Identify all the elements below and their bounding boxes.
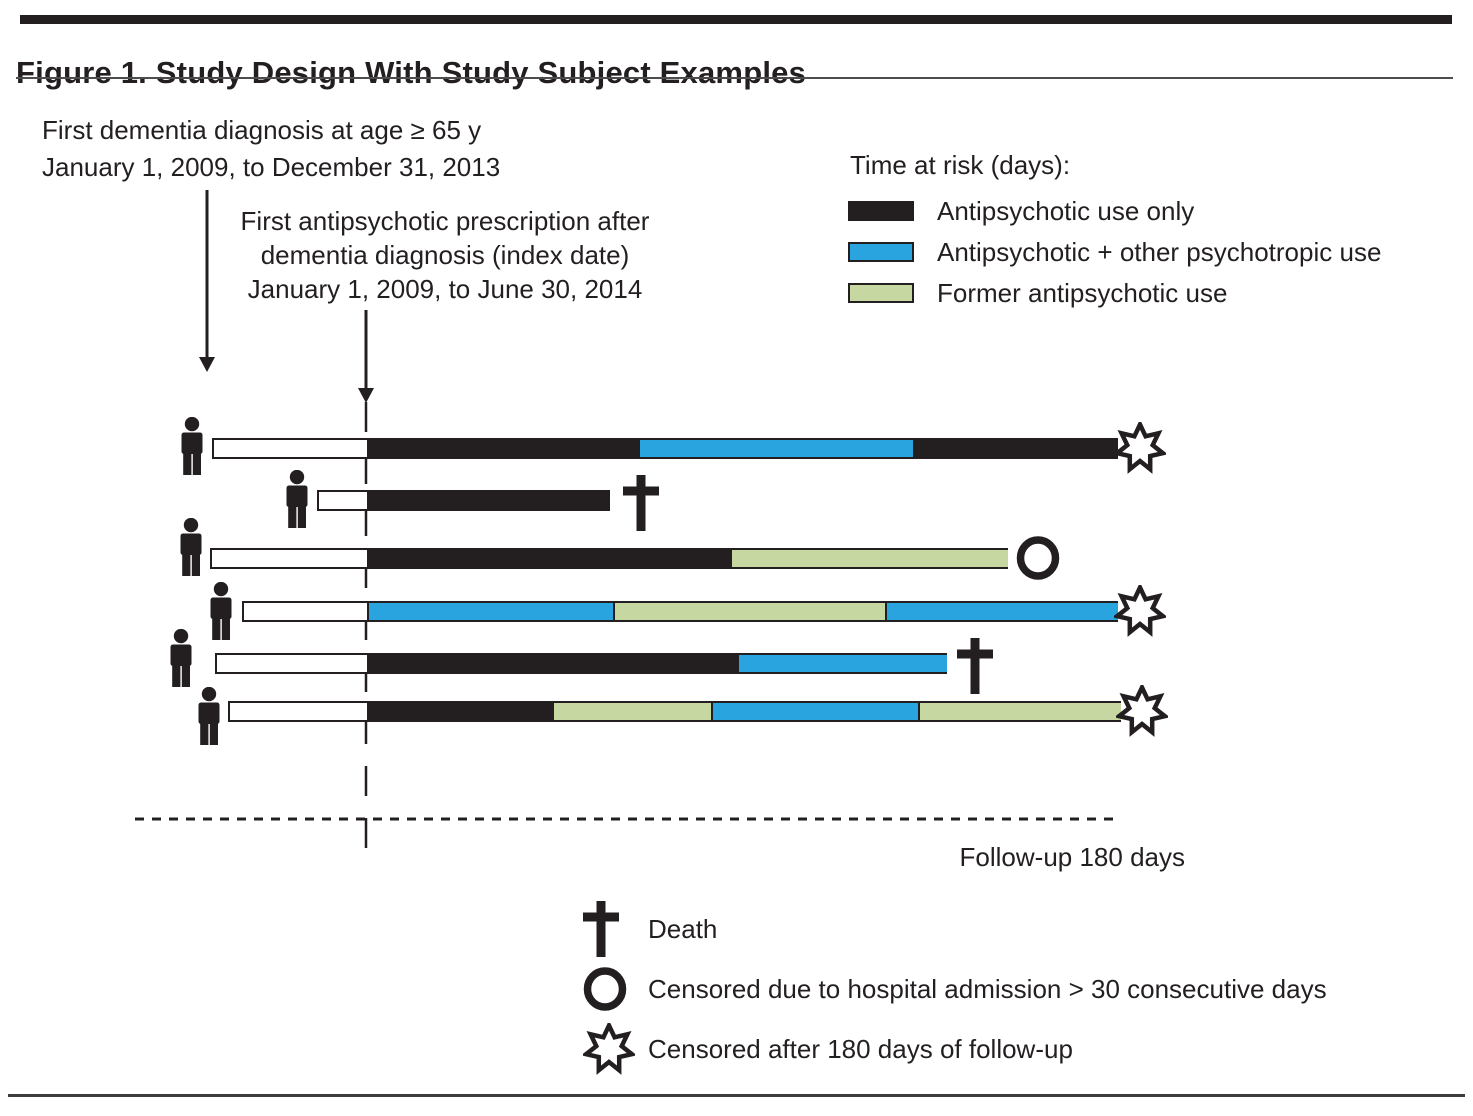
subject-6-timeline-bar — [228, 701, 1121, 722]
index-date-annotation-line3: January 1, 2009, to June 30, 2014 — [247, 274, 643, 304]
symbol-cell — [583, 1023, 648, 1075]
bar-segment-antipsychotic_plus_other — [637, 440, 913, 457]
antipsychotic_plus_other-swatch — [848, 242, 914, 262]
risk-legend-label: Antipsychotic use only — [937, 195, 1195, 226]
figure-top-bar — [20, 15, 1452, 24]
censor-star-icon — [583, 1023, 635, 1075]
censor-star-icon — [1114, 585, 1166, 637]
censor-star-icon — [1116, 685, 1168, 737]
index-date-annotation-line1: First antipsychotic prescription after — [240, 206, 650, 236]
bar-segment-antipsychotic_plus_other — [710, 703, 918, 720]
censor-star-icon — [1114, 422, 1166, 474]
symbol-legend: Death Censored due to hospital admission… — [583, 899, 1327, 1079]
followup-label: Follow-up 180 days — [959, 842, 1185, 872]
person-icon — [181, 417, 203, 475]
risk-legend-label: Former antipsychotic use — [937, 277, 1228, 308]
symbol-legend-label: Censored after 180 days of follow-up — [648, 1033, 1073, 1064]
death-cross-icon — [583, 901, 619, 957]
diagnosis-annotation-line2: January 1, 2009, to December 31, 2013 — [42, 152, 501, 182]
diagnosis-annotation: First dementia diagnosis at age ≥ 65 y J… — [42, 112, 500, 186]
bar-segment-antipsychotic_only — [366, 492, 610, 509]
subject-4-timeline-bar — [242, 601, 1118, 622]
censor-circle-icon — [583, 967, 627, 1011]
bar-segment-antipsychotic_plus_other — [366, 603, 613, 620]
person-icon — [180, 518, 202, 576]
symbol-legend-item-0: Death — [583, 899, 1327, 959]
antipsychotic_only-swatch — [848, 201, 914, 221]
person-icon — [170, 629, 192, 687]
symbol-cell — [583, 901, 648, 957]
risk-legend-label: Antipsychotic + other psychotropic use — [937, 236, 1382, 267]
bar-segment-former_antipsychotic — [729, 550, 1008, 567]
index-date-annotation-line2: dementia diagnosis (index date) — [260, 240, 630, 270]
subject-2-timeline-bar — [317, 490, 610, 511]
symbol-cell — [583, 967, 648, 1011]
subject-3-timeline-bar — [210, 548, 1008, 569]
symbol-legend-item-2: Censored after 180 days of follow-up — [583, 1019, 1327, 1079]
bar-segment-former_antipsychotic — [917, 703, 1121, 720]
bar-segment-antipsychotic_only — [912, 440, 1118, 457]
death-cross-icon — [623, 475, 659, 531]
subject-5-timeline-bar — [215, 653, 947, 674]
symbol-legend-label: Death — [648, 913, 718, 944]
risk-legend-item-antipsychotic_only: Antipsychotic use only — [848, 195, 1195, 226]
symbol-legend-item-1: Censored due to hospital admission > 30 … — [583, 959, 1327, 1019]
bar-segment-antipsychotic_only — [366, 655, 737, 672]
risk-legend-item-former_antipsychotic: Former antipsychotic use — [848, 277, 1228, 308]
person-icon — [210, 582, 232, 640]
title-divider — [16, 77, 1453, 79]
bar-segment-antipsychotic_only — [366, 703, 552, 720]
person-icon — [286, 470, 308, 528]
risk-legend-title: Time at risk (days): — [850, 150, 1071, 180]
person-icon — [198, 687, 220, 745]
symbol-legend-label: Censored due to hospital admission > 30 … — [648, 973, 1327, 1004]
death-cross-icon — [957, 638, 993, 694]
bar-segment-antipsychotic_plus_other — [736, 655, 947, 672]
former_antipsychotic-swatch — [848, 283, 914, 303]
bar-segment-antipsychotic_only — [366, 440, 638, 457]
censor-circle-icon — [1016, 536, 1060, 580]
bar-segment-former_antipsychotic — [612, 603, 885, 620]
index-date-annotation: First antipsychotic prescription after d… — [205, 204, 685, 306]
bar-segment-antipsychotic_plus_other — [884, 603, 1118, 620]
diagnosis-annotation-line1: First dementia diagnosis at age ≥ 65 y — [42, 115, 482, 145]
bar-segment-antipsychotic_only — [366, 550, 730, 567]
subject-1-timeline-bar — [212, 438, 1118, 459]
bar-segment-former_antipsychotic — [551, 703, 711, 720]
risk-legend-item-antipsychotic_plus_other: Antipsychotic + other psychotropic use — [848, 236, 1382, 267]
figure-bottom-rule — [8, 1094, 1465, 1097]
figure-title: Figure 1. Study Design With Study Subjec… — [16, 54, 807, 90]
